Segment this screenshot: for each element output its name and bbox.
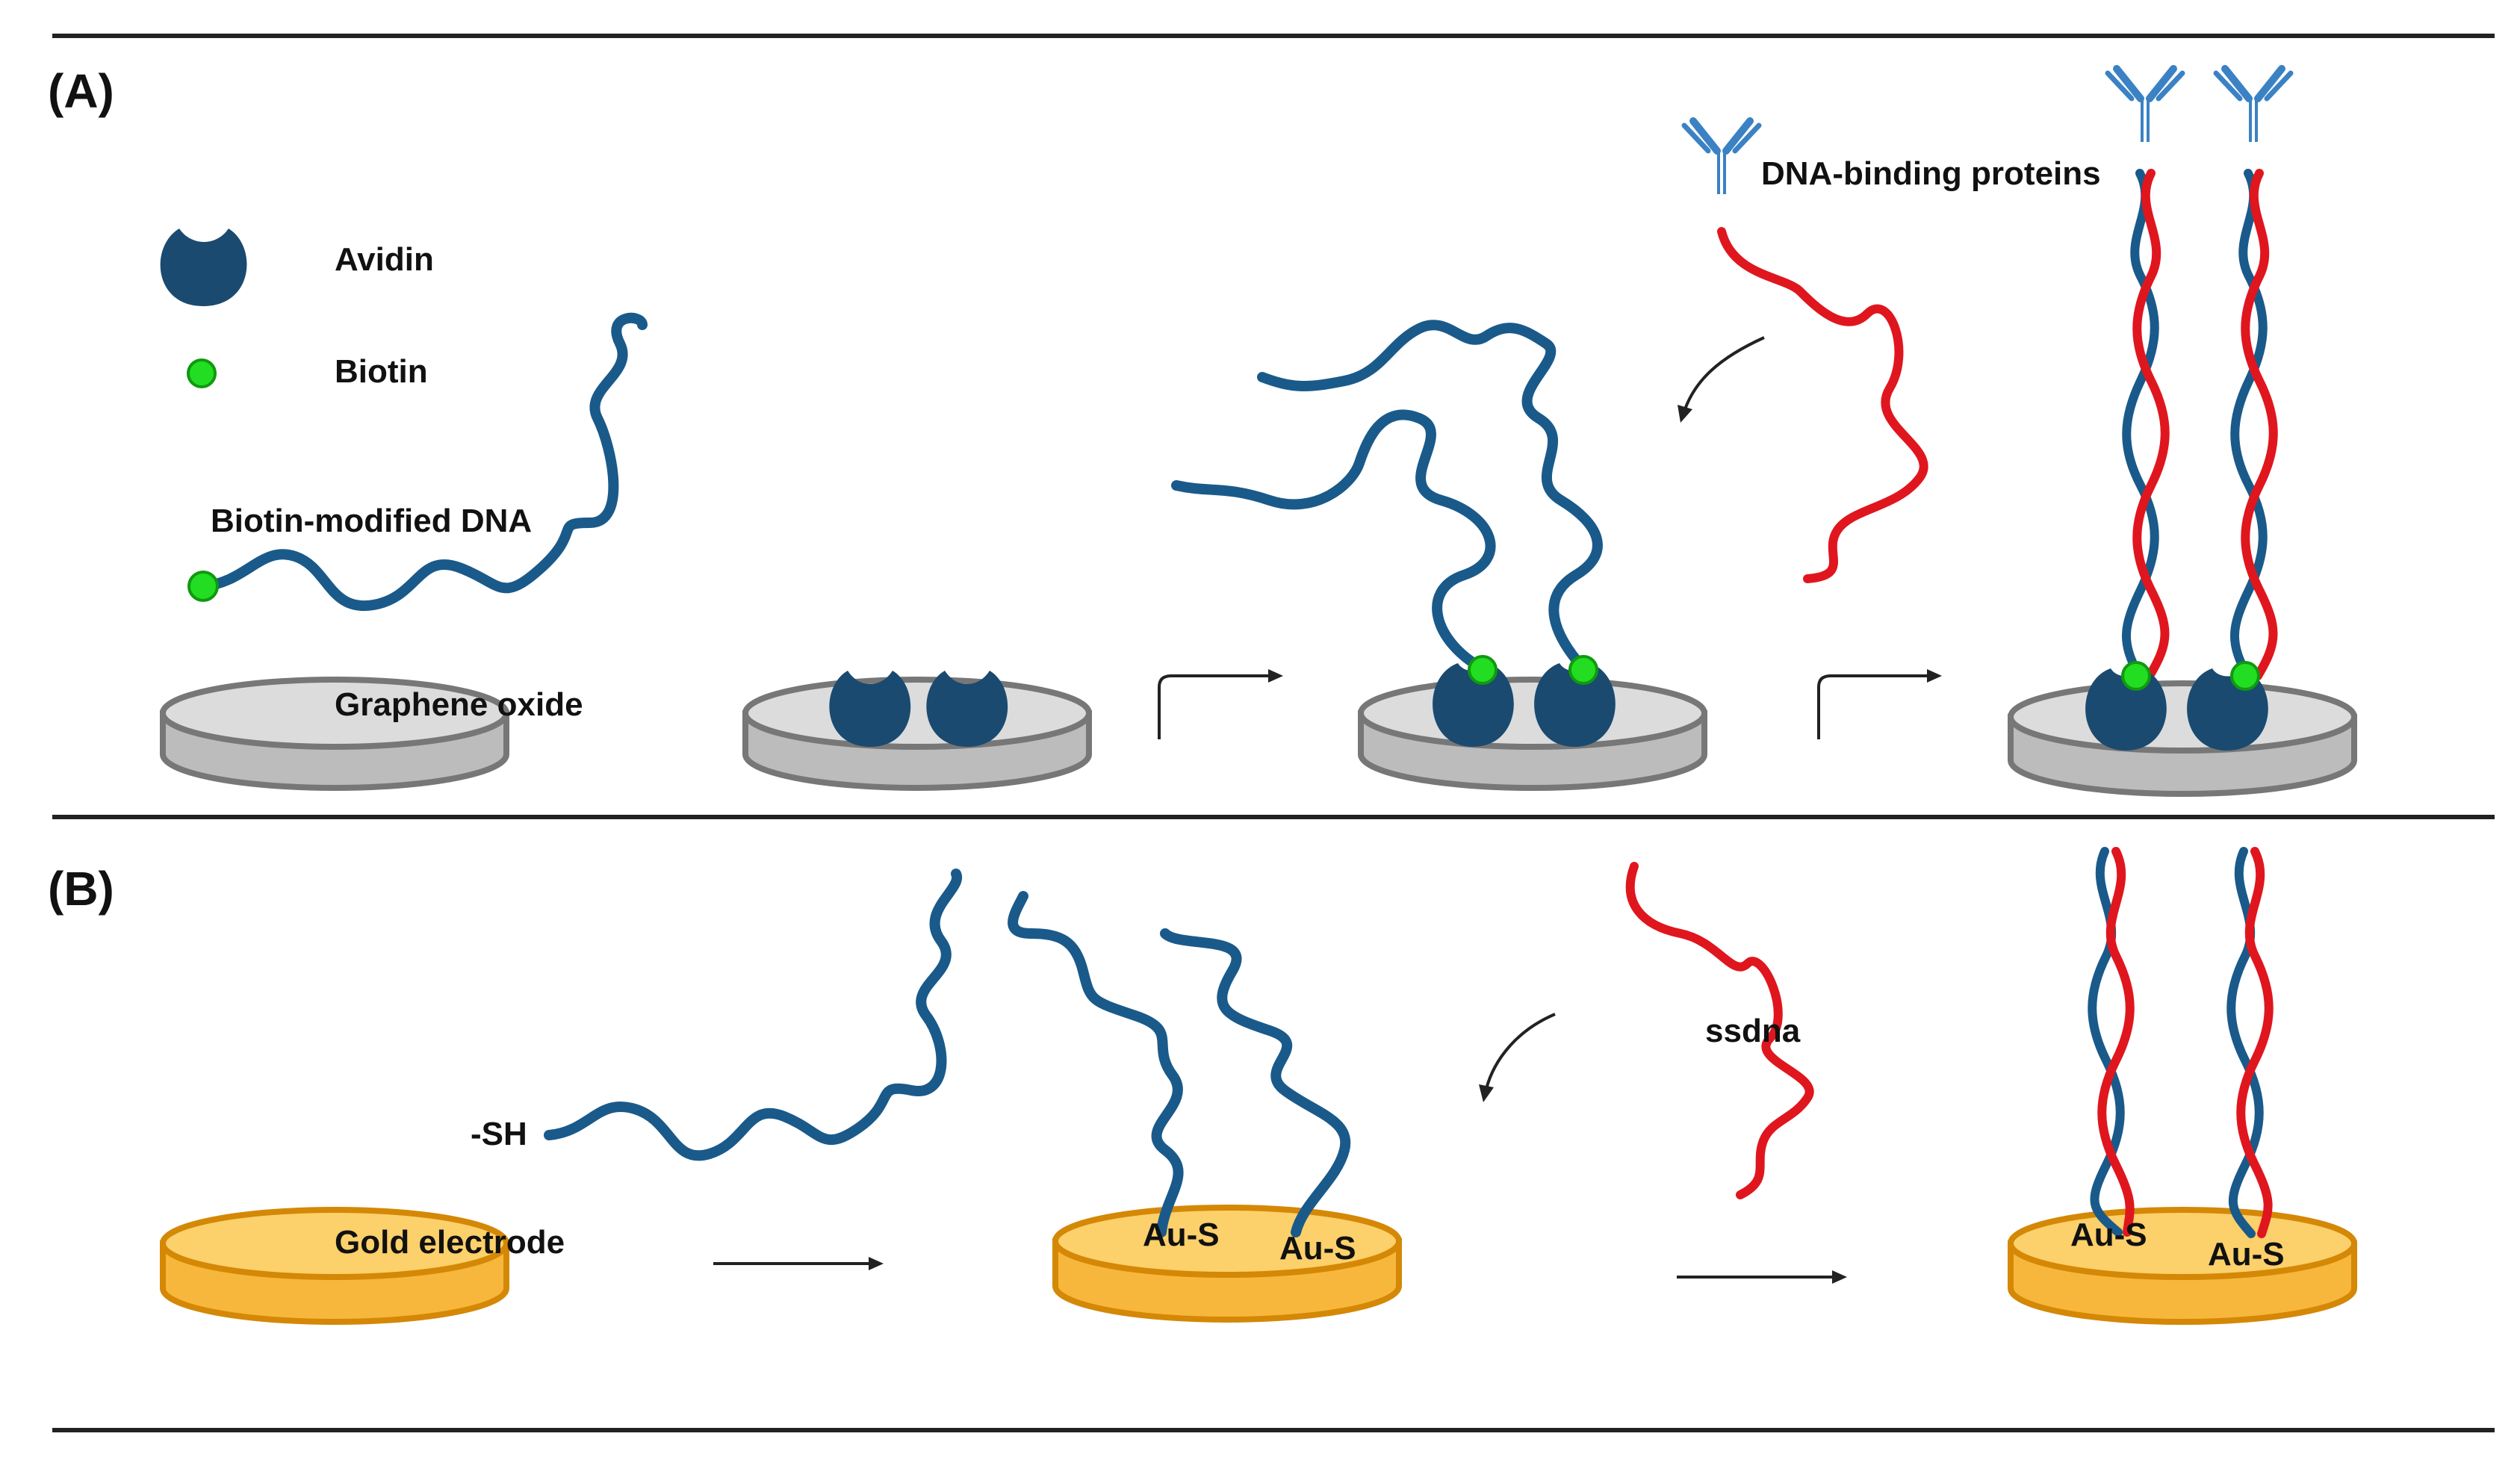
gold-electrode-disc-3 (2008, 1207, 2357, 1325)
avidin-icon-1 (829, 671, 911, 747)
gold-electrode-disc-2 (1052, 1205, 1402, 1323)
curved-arrow-a (1683, 336, 1765, 410)
step-arrow-a1 (1158, 674, 1270, 739)
avidin-icon-2 (926, 671, 1008, 747)
gold-electrode-disc-1 (160, 1207, 509, 1325)
avidin-icon-4 (1534, 663, 1616, 747)
au-s-label-2: Au-S (1279, 1230, 1356, 1267)
au-s-label-1: Au-S (1143, 1217, 1220, 1253)
thiol-dna-strand (544, 869, 962, 1161)
avidin-icon-5 (2085, 668, 2167, 751)
biotin-icon-4 (2230, 661, 2260, 691)
target-dna-strand-a (1717, 227, 1928, 583)
probe-dna-strand-2 (1257, 320, 1603, 674)
step-arrow-b1-head (869, 1257, 884, 1270)
biotin-icon-2 (1568, 655, 1598, 685)
antibody-icon-1 (1684, 121, 1759, 194)
curved-arrow-b-head (1479, 1084, 1494, 1102)
biotin-legend-icon (187, 358, 217, 388)
avidin-icon-3 (1433, 663, 1514, 747)
duplex-b-2 (2226, 847, 2274, 1238)
au-s-label-4: Au-S (2208, 1236, 2285, 1273)
probe-dna-strand-1 (1171, 409, 1496, 674)
antibody-icon-3 (2216, 69, 2291, 142)
graphene-oxide-label: Graphene oxide (335, 686, 583, 723)
thiol-label: -SH (471, 1116, 527, 1152)
panel-a-label: (A) (48, 64, 114, 118)
step-arrow-a2 (1817, 674, 1928, 739)
graphene-oxide-disc-2 (742, 677, 1092, 791)
avidin-label: Avidin (335, 241, 434, 278)
curved-arrow-a-head (1678, 405, 1692, 423)
duplex-b-1 (2088, 847, 2135, 1237)
step-arrow-a1-head (1268, 669, 1283, 683)
biotin-dna-strand (198, 312, 648, 612)
avidin-legend-icon (160, 229, 247, 306)
target-dna-strand-b (1625, 862, 1814, 1199)
ssdna-label: ssdna (1705, 1013, 1801, 1049)
graphene-oxide-disc-4 (2008, 680, 2357, 797)
dna-legend-label: Biotin-modified DNA (211, 503, 532, 539)
curved-arrow-b (1485, 1013, 1556, 1090)
biotin-end-icon (187, 571, 219, 602)
duplex-a-2 (2230, 169, 2278, 680)
graphene-oxide-disc-1 (160, 677, 509, 791)
step-arrow-a2-head (1927, 669, 1942, 683)
graphene-oxide-disc-3 (1358, 677, 1707, 791)
biotin-icon-1 (1468, 655, 1498, 685)
au-s-label-3: Au-S (2070, 1217, 2147, 1253)
protein-label: DNA-binding proteins (1761, 155, 2101, 192)
gold-electrode-label: Gold electrode (335, 1224, 565, 1261)
step-arrow-b2-head (1832, 1270, 1847, 1284)
duplex-a-1 (2122, 169, 2170, 680)
biotin-icon-3 (2121, 661, 2151, 691)
biotin-label: Biotin (335, 353, 428, 390)
antibody-icon-2 (2108, 69, 2182, 142)
panel-b-label: (B) (48, 862, 114, 916)
probe-dna-strand-b2 (1160, 928, 1351, 1237)
probe-dna-strand-b1 (1008, 891, 1184, 1237)
